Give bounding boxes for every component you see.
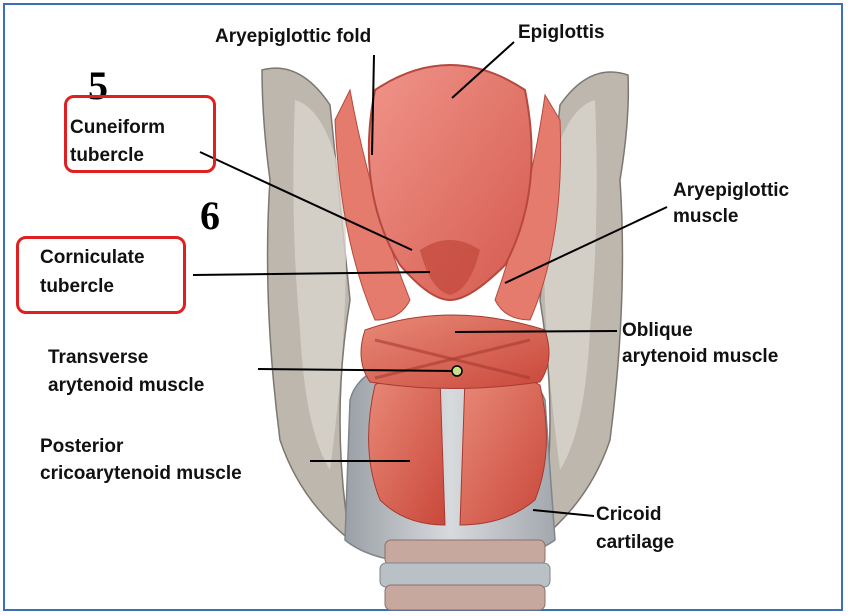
- label-posterior-line2: cricoarytenoid muscle: [40, 461, 242, 487]
- arytenoid-muscles: [361, 315, 549, 389]
- leader-oblique: [455, 331, 617, 332]
- label-posterior-line1: Posterior: [40, 434, 123, 460]
- marker-6: 6: [200, 196, 220, 236]
- label-cuneiform-line2: tubercle: [70, 143, 144, 169]
- label-aryepiglottic-muscle-line2: muscle: [673, 204, 738, 230]
- transverse-pointer-dot: [452, 366, 462, 376]
- trachea-ring: [385, 585, 545, 610]
- label-aryepiglottic-fold: Aryepiglottic fold: [215, 24, 371, 50]
- label-corniculate-line1: Corniculate: [40, 245, 145, 271]
- label-oblique-line1: Oblique: [622, 318, 693, 344]
- label-cricoid-line2: cartilage: [596, 530, 674, 556]
- label-aryepiglottic-muscle-line1: Aryepiglottic: [673, 178, 789, 204]
- label-epiglottis: Epiglottis: [518, 20, 605, 46]
- label-oblique-line2: arytenoid muscle: [622, 344, 778, 370]
- trachea-ring: [385, 540, 545, 565]
- trachea-ring: [380, 563, 550, 587]
- label-cricoid-line1: Cricoid: [596, 502, 661, 528]
- label-transverse-line1: Transverse: [48, 345, 148, 371]
- label-cuneiform-line1: Cuneiform: [70, 115, 165, 141]
- label-corniculate-line2: tubercle: [40, 274, 114, 300]
- label-transverse-line2: arytenoid muscle: [48, 373, 204, 399]
